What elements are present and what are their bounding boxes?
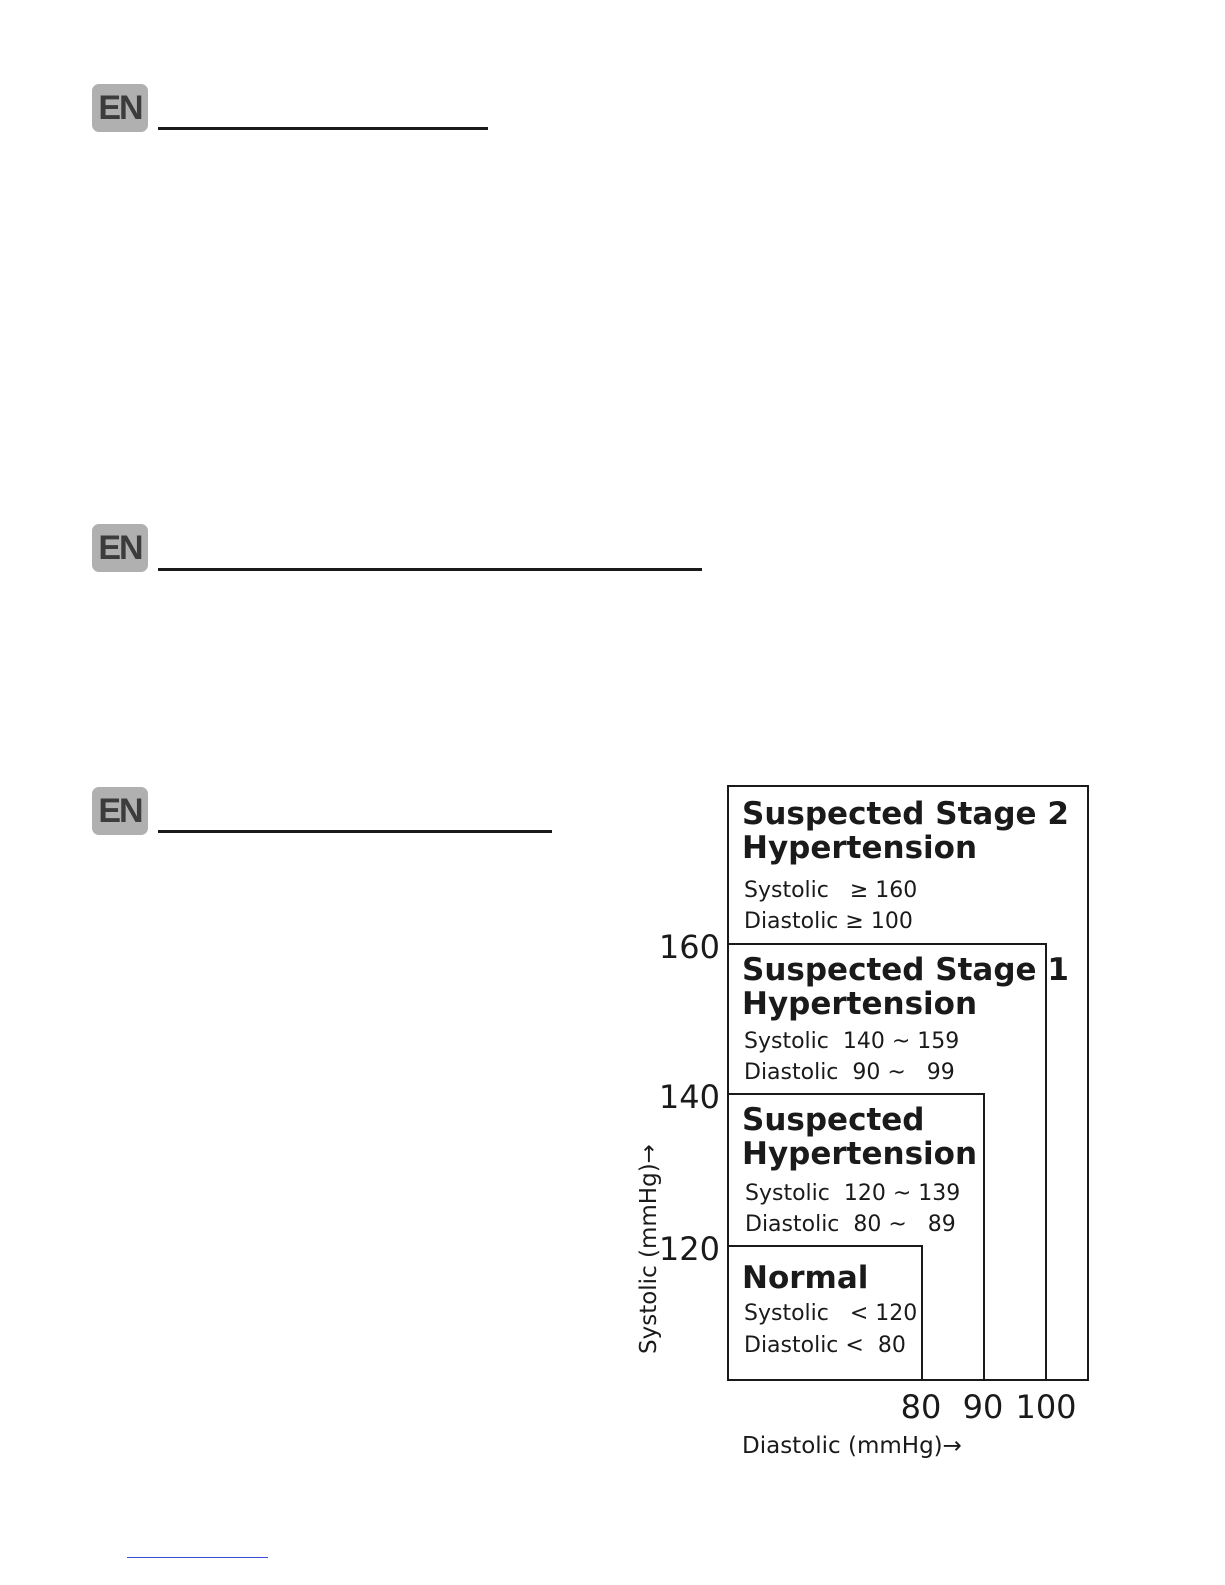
x-axis-label: Diastolic (mmHg)→ bbox=[742, 1433, 962, 1459]
zone-title-stage1-line1: Suspected Stage 1 bbox=[742, 952, 1069, 988]
zone-diastolic-stage1: Diastolic 90 ~ 99 bbox=[744, 1060, 955, 1085]
zone-systolic-stage1: Systolic 140 ~ 159 bbox=[744, 1029, 959, 1054]
section-heading-rule bbox=[158, 830, 552, 833]
zone-title-suspected-line1: Suspected bbox=[742, 1102, 924, 1138]
zone-systolic-normal: Systolic < 120 bbox=[744, 1301, 917, 1326]
x-tick-label: 90 bbox=[963, 1388, 1004, 1426]
zone-title-stage2-line2: Hypertension bbox=[742, 830, 977, 866]
zone-diastolic-stage2: Diastolic ≥ 100 bbox=[744, 909, 913, 934]
zone-title-stage2-line1: Suspected Stage 2 bbox=[742, 796, 1069, 832]
y-tick-label: 160 bbox=[659, 928, 720, 966]
y-axis-label: Systolic (mmHg)→ bbox=[636, 1144, 662, 1354]
language-badge-en: EN bbox=[92, 524, 148, 572]
language-badge-en: EN bbox=[92, 84, 148, 132]
zone-title-normal: Normal bbox=[742, 1260, 868, 1296]
language-badge-en: EN bbox=[92, 787, 148, 835]
zone-box-normal bbox=[727, 1245, 923, 1381]
x-tick-label: 80 bbox=[901, 1388, 942, 1426]
y-tick-label: 120 bbox=[659, 1230, 720, 1268]
zone-title-stage1-line2: Hypertension bbox=[742, 986, 977, 1022]
section-heading-rule bbox=[158, 568, 702, 571]
zone-title-suspected-line2: Hypertension bbox=[742, 1136, 977, 1172]
footer-link-underline[interactable] bbox=[127, 1557, 268, 1558]
zone-systolic-suspected: Systolic 120 ~ 139 bbox=[745, 1181, 960, 1206]
zone-diastolic-normal: Diastolic < 80 bbox=[744, 1333, 906, 1358]
section-heading-rule bbox=[158, 127, 488, 130]
y-tick-label: 140 bbox=[659, 1078, 720, 1116]
zone-systolic-stage2: Systolic ≥ 160 bbox=[744, 878, 917, 903]
x-tick-label: 100 bbox=[1015, 1388, 1076, 1426]
zone-diastolic-suspected: Diastolic 80 ~ 89 bbox=[745, 1212, 956, 1237]
